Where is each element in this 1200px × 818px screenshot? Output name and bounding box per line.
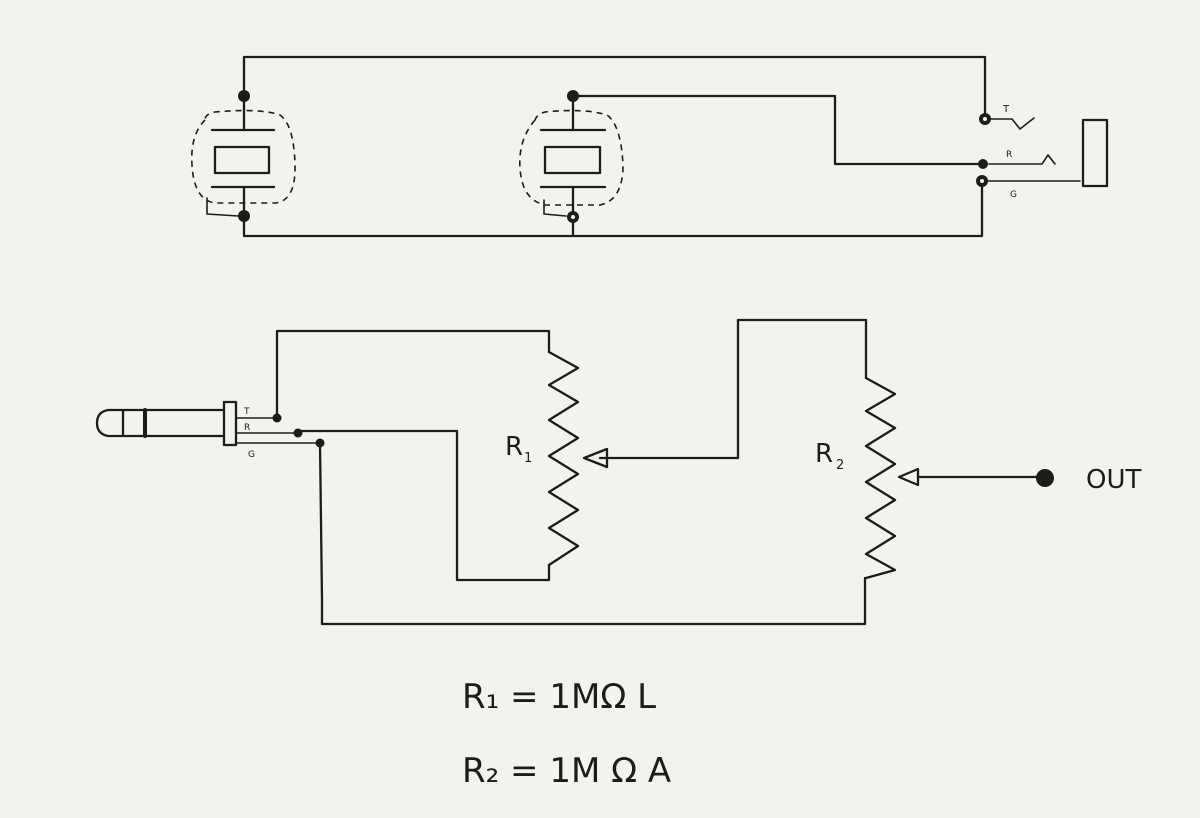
jack-ring-spring [988,154,1056,165]
pickup-2 [518,90,624,223]
ring-to-r1-wire [296,429,551,582]
bottom-bus-wire [242,179,984,238]
jack-tip-spring [990,117,1035,130]
tip-wire [275,329,551,420]
r1-to-r2-wire [736,318,868,380]
jack-ring-label: R [1006,150,1012,160]
jack-ring-node [978,159,988,169]
legend: R₁ = 1MΩ L R₂ = 1M Ω A [462,677,671,791]
pickup-1-shield [190,109,296,204]
pot-r1-wiper-arrow [582,447,609,469]
pickup-1-bottom-node [238,210,250,222]
pickup-1-shield-lead [206,197,239,217]
pickup-2-shield-lead [543,199,567,217]
jack-tip-label: T [1002,104,1010,115]
bottom-circuit: T R G R 1 R 2 OUT [95,318,1141,626]
plug-tip [95,408,224,438]
pot-r2-resistor [864,376,897,580]
pot-r1-wiper [598,318,740,460]
top-bus-wire [242,55,987,120]
legend-line-r2: R₂ = 1M Ω A [462,751,671,791]
pickup-1-coil [213,145,271,175]
pot-r2-wiper-arrow [897,467,920,487]
legend-line-r1: R₁ = 1MΩ L [462,677,656,717]
plug-ring-label: R [244,423,250,433]
output-jack: T R G [976,104,1109,200]
jack-ground-label: G [1010,190,1017,200]
ground-wire [318,441,867,626]
top-circuit: T R G [190,55,1109,238]
pot-r1-subscript: 1 [524,451,532,466]
trs-plug: T R G [95,400,321,460]
jack-sleeve [1081,118,1109,188]
ring-wire [571,94,985,166]
pot-r2-subscript: 2 [836,458,844,473]
pot-r1-label: R [505,432,523,462]
pot-r1-resistor [547,350,580,567]
plug-collar [222,400,238,447]
pot-r1: R 1 [505,318,740,567]
plug-tip-label: T [243,407,250,417]
plug-ground-label: G [248,450,255,460]
pickup-2-coil [543,145,602,175]
pickup-2-shield [518,109,624,206]
pickup-1 [190,90,296,222]
output-label: OUT [1086,465,1141,495]
output-terminal [1036,469,1054,487]
pot-r2: R 2 [815,376,1046,580]
pot-r2-label: R [815,439,833,469]
